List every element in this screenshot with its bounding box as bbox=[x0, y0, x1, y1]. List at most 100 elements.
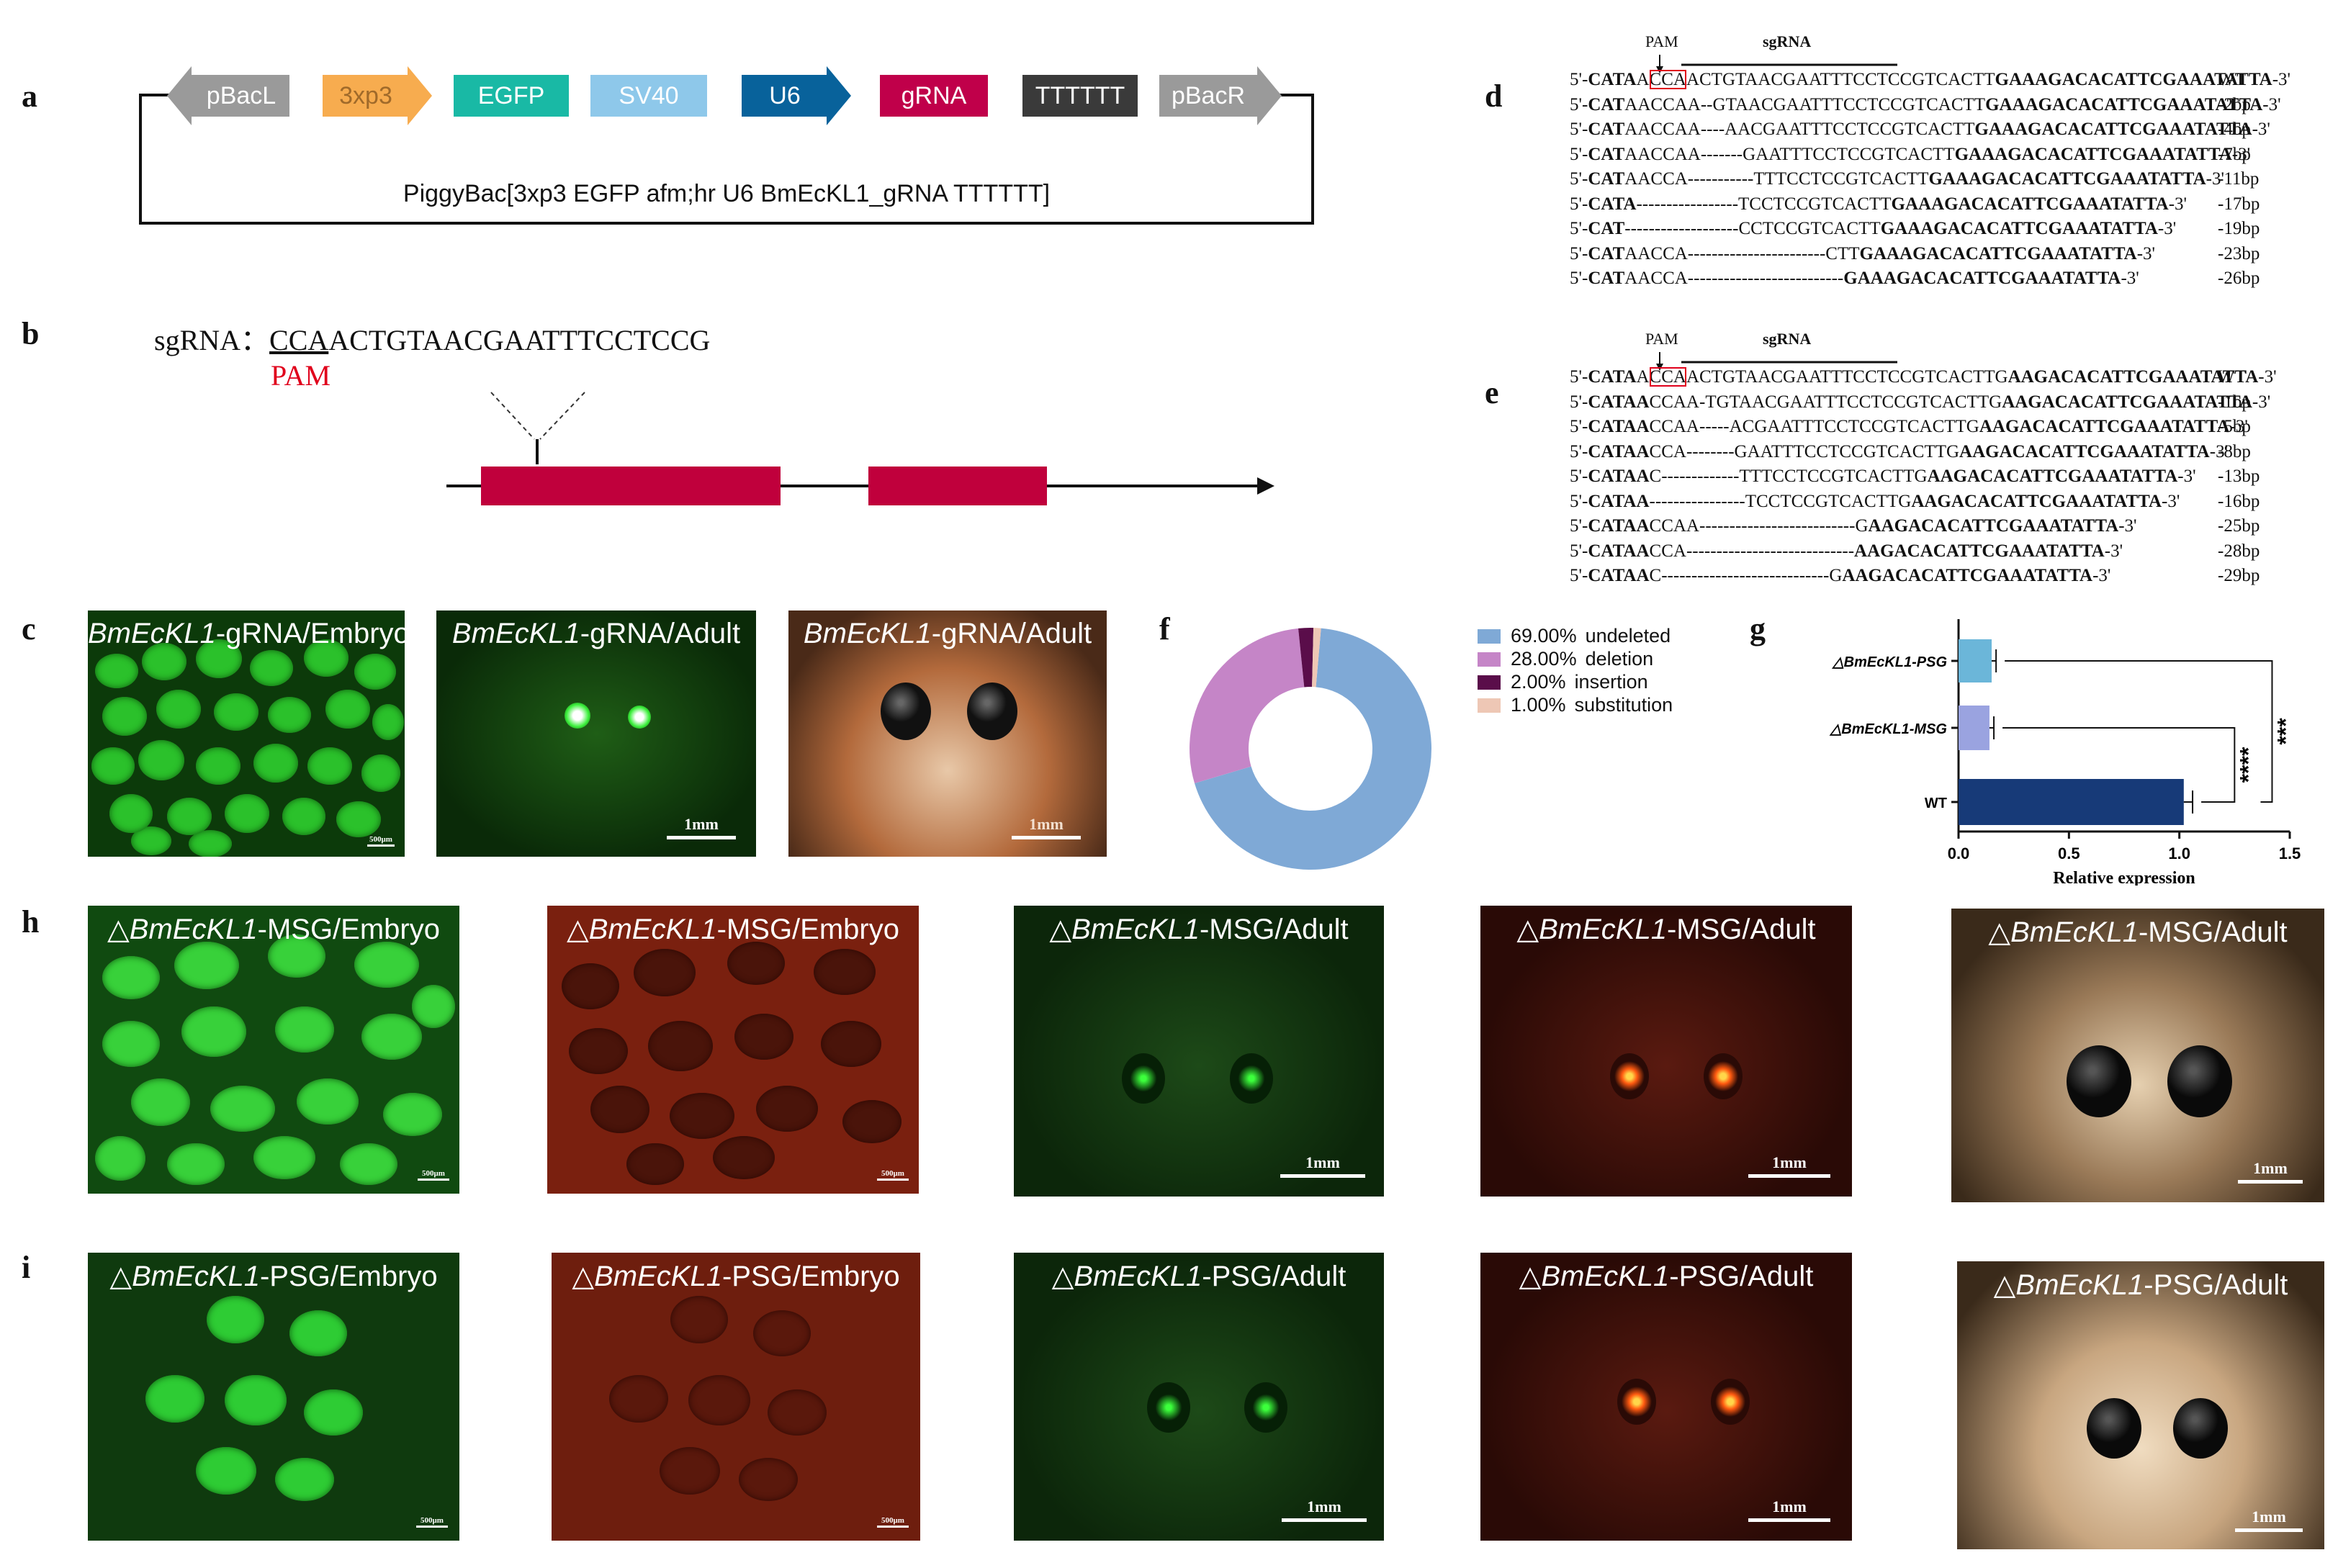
sequence-fragment: AAGACACATTCGAAATATTA bbox=[1911, 491, 2162, 511]
sequence-fragment: ACTGTAACGAATTTCCTCCGTCACTTG bbox=[1686, 367, 2008, 387]
sequence-fragment: 5'- bbox=[1570, 392, 1588, 412]
sequence-row: 5'-CATAACCAACTGTAACGAATTTCCTCCGTCACTTGAA… bbox=[1570, 365, 2277, 390]
sequence-fragment: -3' bbox=[2272, 70, 2291, 89]
egg bbox=[383, 1093, 442, 1136]
sequence-fragment: CATAA bbox=[1588, 392, 1650, 412]
sequence-fragment: 5'- bbox=[1570, 467, 1588, 486]
sequence-row: 5'-CATAACCAA----AACGAATTTCCTCCGTCACTTGAA… bbox=[1570, 117, 2290, 143]
scale-bar bbox=[418, 1179, 449, 1181]
scale-text: 1mm bbox=[1772, 1153, 1807, 1171]
plasmid-name: PiggyBac[3xp3 EGFP afm;hr U6 BmEcKL1_gRN… bbox=[403, 180, 1051, 207]
deletion-tags-e: WT-1bp-5bp-8bp-13bp-16bp-25bp-28bp-29bp bbox=[2218, 365, 2260, 589]
sequence-fragment: CAT bbox=[1588, 219, 1625, 238]
sequence-fragment: 5'- bbox=[1570, 70, 1588, 89]
scale-text: 1mm bbox=[2252, 1508, 2286, 1526]
legend-item-insertion: 2.00%insertion bbox=[1478, 671, 1648, 693]
sequence-fragment: 5'- bbox=[1570, 219, 1588, 238]
sequence-fragment: AACCAA bbox=[1624, 120, 1701, 139]
sequence-fragment: --------------------------G bbox=[1699, 516, 1869, 536]
egg bbox=[196, 1447, 256, 1495]
donut-slice-insertion bbox=[1298, 628, 1314, 688]
deletion-tag: -23bp bbox=[2218, 243, 2260, 263]
scale-bar bbox=[2235, 1528, 2303, 1532]
sequence-fragment: CATA bbox=[1588, 367, 1637, 387]
sequence-fragment: AACCA bbox=[1624, 269, 1688, 288]
sequence-alignment-e: 5'-CATAACCAACTGTAACGAATTTCCTCCGTCACTTGAA… bbox=[1570, 365, 2277, 589]
egg bbox=[196, 747, 240, 785]
egg bbox=[181, 1006, 246, 1057]
egg bbox=[268, 934, 325, 978]
sequence-fragment: CATAA bbox=[1588, 467, 1650, 486]
photo-h2-msg-embryo-dsred: △BmEcKL1-MSG/Embryo 500μm bbox=[547, 906, 919, 1194]
deletion-tag: -16bp bbox=[2218, 491, 2260, 511]
egg bbox=[102, 956, 160, 999]
photo-title: △BmEcKL1-PSG/Adult bbox=[1051, 1261, 1346, 1292]
egg bbox=[648, 1021, 713, 1071]
photo-title: △BmEcKL1-PSG/Adult bbox=[1519, 1261, 1814, 1292]
sequence-fragment: GAAAGACACATTCGAAATATTA bbox=[1974, 120, 2252, 139]
sequence-fragment: GAAAGACACATTCGAAATATTA bbox=[1843, 269, 2121, 288]
egfp-box: EGFP bbox=[454, 75, 569, 117]
sequence-fragment: -----------TTTCCTCCGTCACTT bbox=[1687, 169, 1929, 189]
sequence-fragment: AAGACACATTCGAAATATTA bbox=[1868, 516, 2119, 536]
fluorescent-eye-left bbox=[565, 703, 590, 729]
sequence-fragment: ----------------------------G bbox=[1661, 566, 1843, 585]
sequence-fragment: -TGTAACGAATTTCCTCCGTCACTTG bbox=[1699, 392, 2002, 412]
scale-text: 500μm bbox=[421, 1516, 444, 1525]
deletion-tag: -29bp bbox=[2218, 566, 2260, 585]
sequence-fragment: -3' bbox=[2121, 269, 2139, 288]
sequence-fragment: CATA bbox=[1588, 194, 1637, 214]
sequence-fragment: GAAAGACACATTCGAAATATTA bbox=[1891, 194, 2169, 214]
category-label: △BmEcKL1-PSG bbox=[1831, 654, 1947, 670]
fluorescent-eye-right bbox=[1711, 1379, 1750, 1425]
sgrna-rest-sequence: ACTGTAACGAATTTCCTCCG bbox=[328, 324, 711, 356]
sequence-fragment: 5'- bbox=[1570, 144, 1588, 164]
sequence-fragment: CAT bbox=[1588, 169, 1625, 189]
sgrna-bar-d bbox=[1656, 55, 1897, 73]
scale-text: 1mm bbox=[1772, 1497, 1807, 1515]
sequence-fragment: -3' bbox=[2258, 367, 2277, 387]
photo-i4-psg-adult-dsred: △BmEcKL1-PSG/Adult 1mm bbox=[1480, 1253, 1852, 1541]
legend-swatch bbox=[1478, 628, 1501, 644]
deletion-tag: -25bp bbox=[2218, 516, 2260, 536]
sequence-fragment: GAAAGACACATTCGAAATATTA bbox=[1985, 94, 2263, 114]
photo-title: △BmEcKL1-MSG/Embryo bbox=[107, 914, 440, 945]
sequence-row: 5'-CATAACCA-----------TTTCCTCCGTCACTTGAA… bbox=[1570, 167, 2290, 192]
sequence-fragment: -3' bbox=[2168, 194, 2188, 214]
sequence-row: 5'-CATAACCAA-TGTAACGAATTTCCTCCGTCACTTGAA… bbox=[1570, 390, 2277, 415]
pam-box: CCA bbox=[1649, 70, 1686, 89]
egg bbox=[138, 740, 184, 780]
bar-1 bbox=[1959, 706, 1989, 750]
deletion-tag: -2bp bbox=[2218, 94, 2251, 114]
egg bbox=[739, 1458, 798, 1501]
sequence-fragment: -3' bbox=[2209, 441, 2229, 461]
egg bbox=[95, 654, 138, 688]
egg bbox=[361, 754, 400, 792]
sequence-fragment: 5'- bbox=[1570, 367, 1588, 387]
sequence-fragment: ----------------TCCTCCGTCACTTG bbox=[1649, 491, 1912, 511]
significance-bracket bbox=[2002, 727, 2236, 803]
scale-bar bbox=[667, 836, 736, 839]
deletion-tag: -26bp bbox=[2218, 269, 2260, 288]
photo-title: △BmEcKL1-MSG/Adult bbox=[1516, 914, 1816, 945]
pam-label: PAM bbox=[271, 359, 331, 392]
sequence-fragment: CAT bbox=[1588, 120, 1625, 139]
deletion-tag: -17bp bbox=[2218, 194, 2260, 214]
egg bbox=[361, 1014, 422, 1060]
egg bbox=[174, 942, 239, 989]
deletion-tag: -19bp bbox=[2218, 219, 2260, 238]
moth-eye-right bbox=[2167, 1045, 2232, 1117]
sequence-fragment: -------GAATTTCCTCCGTCACTT bbox=[1700, 144, 1955, 164]
deletion-tag: -11bp bbox=[2218, 169, 2260, 189]
fluorescent-eye-right bbox=[1704, 1053, 1743, 1099]
sequence-fragment: -3' bbox=[2118, 516, 2137, 536]
egg bbox=[412, 985, 455, 1028]
egg bbox=[713, 1136, 775, 1179]
sequence-fragment: CCAA bbox=[1649, 516, 1699, 536]
fluorescent-eye-left bbox=[1617, 1379, 1656, 1425]
egg bbox=[372, 704, 404, 740]
photo-c3-adult-brightfield: BmEcKL1-gRNA/Adult 1mm bbox=[788, 610, 1107, 857]
sequence-fragment: A bbox=[1636, 367, 1650, 387]
sequence-fragment: CATAA bbox=[1588, 491, 1650, 511]
egg bbox=[609, 1375, 668, 1423]
